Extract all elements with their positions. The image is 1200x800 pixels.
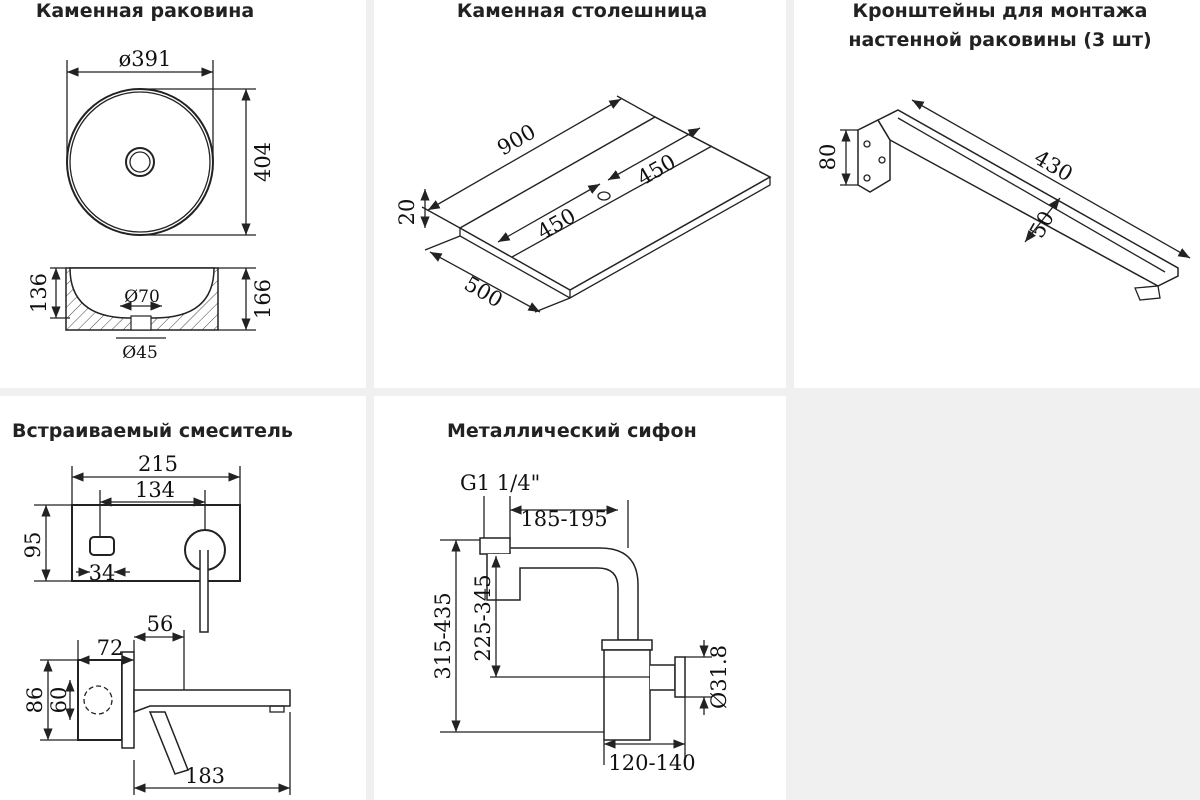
drawing-line — [83, 685, 113, 715]
drawing-line — [607, 127, 701, 181]
drawing-line — [427, 98, 622, 211]
drawing-line — [616, 95, 656, 118]
drawing-line — [0, 388, 1200, 396]
brackets-title-line2: настенной раковины (3 шт) — [848, 29, 1151, 51]
drawing-line — [130, 315, 152, 331]
dim-thickness: 20 — [395, 199, 419, 226]
drawing-line — [534, 297, 571, 313]
dim-sink-height: 404 — [251, 142, 275, 182]
dim-bracket-height: 80 — [816, 144, 840, 171]
drawing-line — [863, 174, 871, 182]
dim-wall-offset: 120-140 — [608, 751, 695, 775]
drawing-line — [601, 639, 653, 651]
wall-flange — [674, 656, 686, 698]
label-thread: G1 1/4" — [460, 471, 540, 495]
mixer-title: Встраиваемый смеситель — [12, 420, 293, 442]
drawing-line — [1024, 197, 1061, 243]
dim-body-height: 86 — [23, 687, 47, 714]
drawing-line — [429, 251, 541, 313]
drawing-line — [878, 156, 886, 164]
dim-pipe-diameter: Ø31.8 — [707, 645, 731, 709]
dim-offset: 34 — [89, 561, 116, 585]
drawing-line — [497, 183, 601, 243]
siphon-inlet — [479, 537, 511, 555]
dim-horizontal: 185-195 — [520, 507, 607, 531]
drawing-line — [121, 651, 135, 749]
dim-outlet-diameter: Ø45 — [122, 343, 158, 363]
dim-depth: 500 — [460, 272, 507, 313]
dim-height-inner: 225-345 — [471, 574, 495, 661]
side-lever — [148, 711, 189, 775]
dim-sink-section-height: 166 — [251, 279, 275, 319]
drain-hole — [125, 147, 155, 177]
drawing-line — [199, 550, 209, 633]
panel-brackets: Кронштейны для монтажа настенной раковин… — [816, 0, 1191, 301]
drawing-line — [366, 0, 374, 800]
panel-mixer: Встраиваемый смеситель 215 134 95 34 72 … — [12, 420, 293, 795]
drawing-line — [650, 664, 676, 691]
drawing-line — [863, 140, 871, 148]
drawing-line — [269, 705, 285, 713]
dim-countertop-length: 900 — [493, 120, 540, 161]
drawing-line — [911, 99, 1191, 259]
drawing-line — [424, 235, 461, 251]
dim-axis-distance: 134 — [135, 478, 175, 502]
dim-drain-diameter: Ø70 — [124, 287, 160, 307]
drawing-line — [421, 206, 461, 229]
siphon-title: Металлический сифон — [447, 420, 697, 442]
bracket-arm — [876, 109, 1179, 287]
drawing-line — [69, 267, 215, 319]
dim-body-depth: 72 — [97, 636, 124, 660]
panel-countertop: Каменная столешница 900 450 450 20 500 — [395, 0, 772, 313]
diverter-knob — [89, 536, 115, 556]
drawing-line — [69, 91, 211, 233]
panel-siphon: Металлический сифон G1 1/4" 185-195 315-… — [431, 420, 731, 775]
brackets-title-line1: Кронштейны для монтажа — [853, 0, 1148, 22]
panel-sink: Каменная раковина ø391 404 136 166 Ø70 Ø… — [27, 0, 275, 363]
sink-title: Каменная раковина — [36, 0, 254, 22]
dim-bowl-depth: 136 — [27, 273, 51, 313]
dim-height-total: 315-435 — [431, 592, 455, 679]
dim-body-inner: 60 — [47, 687, 71, 714]
drawing-line — [786, 0, 794, 800]
dim-plate-height: 95 — [21, 532, 45, 559]
drawing-line — [897, 117, 1166, 273]
sink-outline — [66, 88, 214, 236]
dim-spout-length: 183 — [185, 764, 225, 788]
spout — [133, 689, 291, 714]
drawing-line — [794, 396, 1200, 800]
dim-plate-width: 215 — [138, 452, 178, 476]
siphon-pipe — [510, 547, 639, 641]
dim-spout-gap: 56 — [147, 612, 174, 636]
siphon-bottle — [603, 649, 651, 741]
dim-sink-diameter: ø391 — [119, 47, 172, 71]
drawing-line — [129, 151, 151, 173]
drawing-line — [1134, 285, 1161, 301]
countertop-title: Каменная столешница — [457, 0, 707, 22]
